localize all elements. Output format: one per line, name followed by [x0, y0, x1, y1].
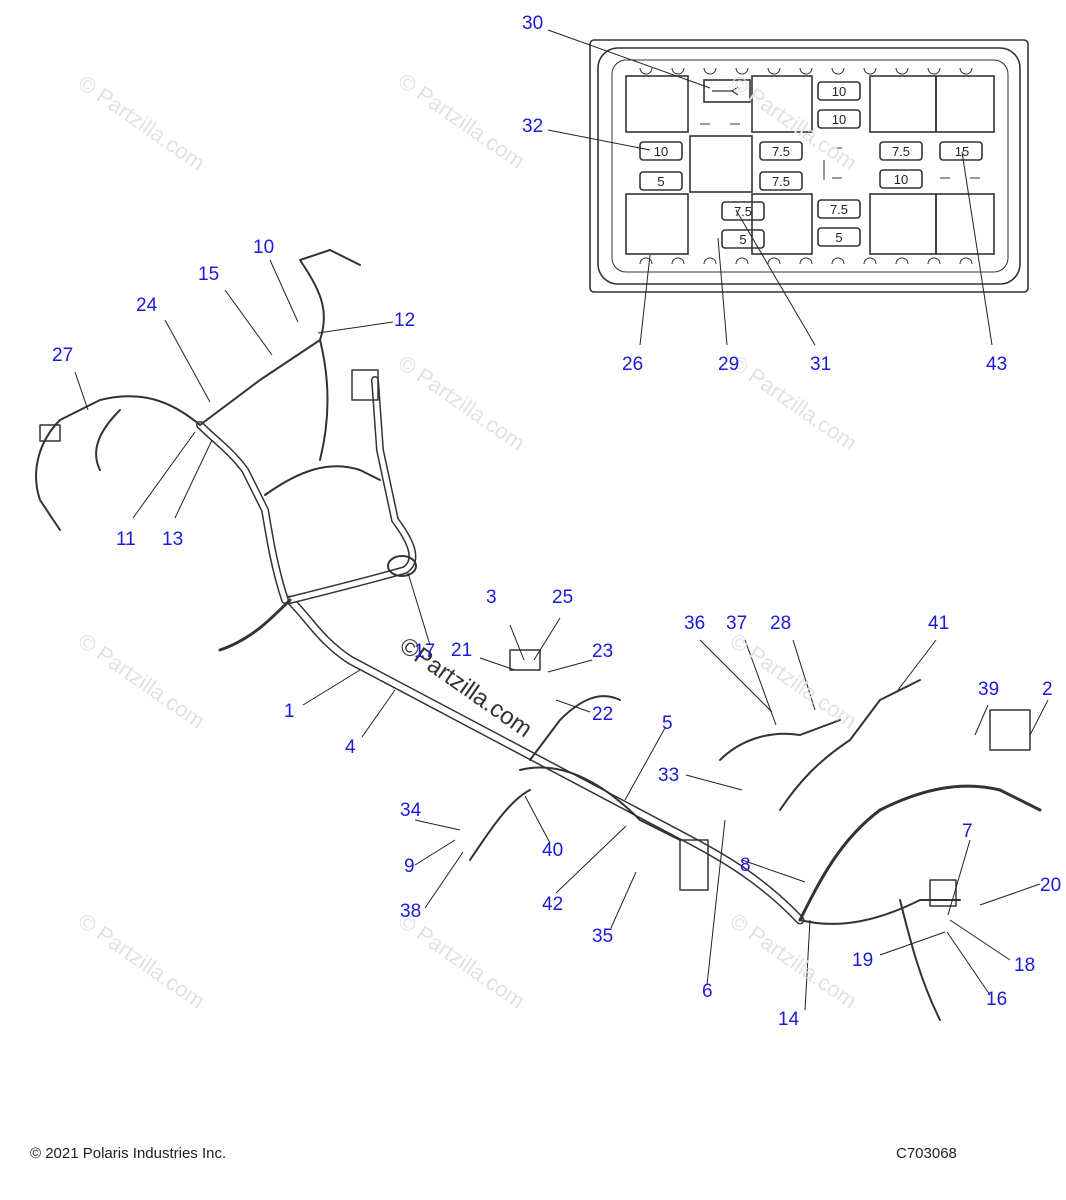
fuse-label: 10 [654, 144, 668, 159]
callout-24[interactable]: 24 [136, 295, 158, 316]
callout-10[interactable]: 10 [253, 237, 275, 258]
callout-31[interactable]: 31 [810, 354, 832, 375]
callout-41[interactable]: 41 [928, 613, 950, 634]
callout-38[interactable]: 38 [400, 901, 422, 922]
callout-22[interactable]: 22 [592, 704, 614, 725]
callout-23[interactable]: 23 [592, 641, 614, 662]
callout-27[interactable]: 27 [52, 345, 74, 366]
callout-40[interactable]: 40 [542, 840, 564, 861]
fuse-label: 5 [835, 230, 842, 245]
fuse-label: 7.5 [734, 204, 752, 219]
fuse-labels: 10 10 10 5 7.5 7.5 7.5 5 7.5 5 7.5 10 15 [654, 84, 969, 247]
callout-3[interactable]: 3 [486, 587, 497, 608]
callout-30[interactable]: 30 [522, 13, 544, 34]
callout-43[interactable]: 43 [986, 354, 1008, 375]
fuse-label: 15 [955, 144, 969, 159]
callout-29[interactable]: 29 [718, 354, 740, 375]
callout-8[interactable]: 8 [740, 855, 751, 876]
fuse-label: 10 [832, 84, 846, 99]
callout-1[interactable]: 1 [284, 701, 295, 722]
callout-20[interactable]: 20 [1040, 875, 1062, 896]
leader-lines [74, 29, 1049, 1011]
callout-7[interactable]: 7 [962, 821, 973, 842]
callout-9[interactable]: 9 [404, 856, 415, 877]
fuse-label: 7.5 [772, 174, 790, 189]
callout-34[interactable]: 34 [400, 800, 422, 821]
callout-12[interactable]: 12 [394, 310, 416, 331]
fuse-label: 7.5 [772, 144, 790, 159]
copyright-text: © 2021 Polaris Industries Inc. [30, 1145, 227, 1162]
callout-13[interactable]: 13 [162, 529, 184, 550]
fuse-label: 7.5 [830, 202, 848, 217]
callout-6[interactable]: 6 [702, 981, 713, 1002]
callout-25[interactable]: 25 [552, 587, 574, 608]
callout-11[interactable]: 11 [116, 529, 136, 550]
fuse-box [589, 39, 1029, 293]
callout-26[interactable]: 26 [622, 354, 644, 375]
callout-14[interactable]: 14 [778, 1009, 800, 1030]
callout-15[interactable]: 15 [198, 264, 220, 285]
callout-35[interactable]: 35 [592, 926, 614, 947]
fuse-label: 10 [894, 172, 908, 187]
callout-39[interactable]: 39 [978, 679, 1000, 700]
callout-36[interactable]: 36 [684, 613, 706, 634]
fuse-label: 7.5 [892, 144, 910, 159]
callout-28[interactable]: 28 [770, 613, 792, 634]
callout-33[interactable]: 33 [658, 765, 680, 786]
callout-21[interactable]: 21 [451, 640, 473, 661]
callout-5[interactable]: 5 [662, 713, 673, 734]
wire-harness [35, 249, 1042, 1021]
fuse-label: 5 [657, 174, 664, 189]
diagram-code: C703068 [896, 1145, 957, 1162]
callout-19[interactable]: 19 [852, 950, 874, 971]
callout-2[interactable]: 2 [1042, 679, 1053, 700]
callout-37[interactable]: 37 [726, 613, 748, 634]
callout-18[interactable]: 18 [1014, 955, 1036, 976]
fuse-label: 10 [832, 112, 846, 127]
fuse-label: 5 [739, 232, 746, 247]
callout-16[interactable]: 16 [986, 989, 1008, 1010]
callout-32[interactable]: 32 [522, 116, 544, 137]
callout-42[interactable]: 42 [542, 894, 564, 915]
callout-4[interactable]: 4 [345, 737, 356, 758]
callout-17[interactable]: 17 [414, 641, 436, 662]
